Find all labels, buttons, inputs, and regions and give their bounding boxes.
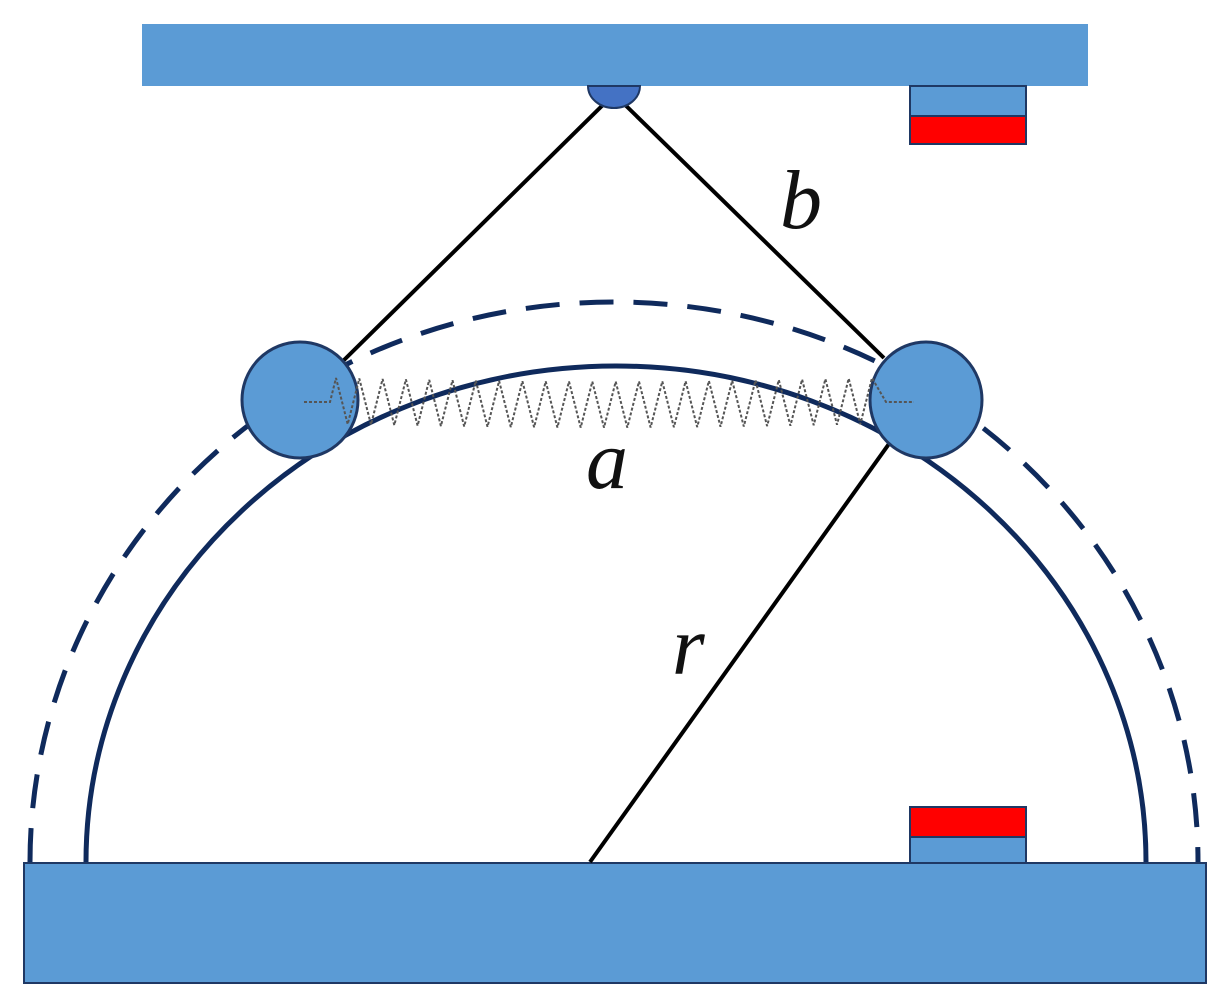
bottom-magnet <box>909 806 1027 864</box>
spring <box>304 375 914 428</box>
label-a: a <box>586 414 628 507</box>
ball-right <box>868 340 984 460</box>
top-magnet-north <box>909 115 1027 145</box>
bottom-magnet-north <box>909 806 1027 838</box>
label-r: r <box>672 600 705 693</box>
bottom-magnet-south <box>909 836 1027 864</box>
top-magnet-south <box>909 85 1027 117</box>
pivot-joint <box>586 85 642 109</box>
rope-right <box>612 92 886 360</box>
label-b: b <box>780 154 822 247</box>
radius-line <box>588 418 908 864</box>
rope-left <box>340 92 616 364</box>
dashed-trajectory-arc <box>27 299 1201 863</box>
top-magnet <box>909 85 1027 145</box>
bottom-plate <box>23 862 1207 984</box>
top-plate <box>142 24 1088 86</box>
hemisphere-arc <box>83 363 1149 863</box>
radius-arrow <box>588 404 918 864</box>
ball-left <box>240 340 360 460</box>
